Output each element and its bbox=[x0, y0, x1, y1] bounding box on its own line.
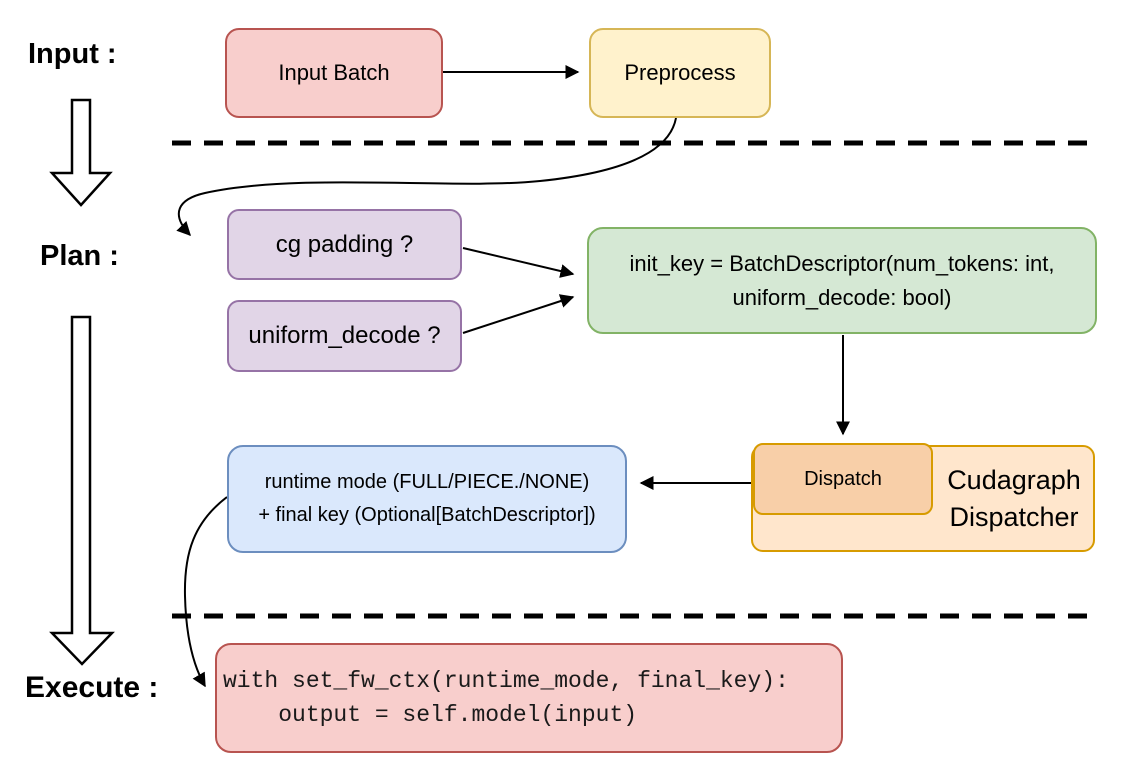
stage-arrow-input-to-plan-icon bbox=[49, 98, 113, 207]
node-runtime-mode: runtime mode (FULL/PIECE./NONE) + final … bbox=[227, 445, 627, 553]
stage-label-plan: Plan : bbox=[40, 240, 119, 272]
node-preprocess: Preprocess bbox=[589, 28, 771, 118]
node-cg-padding: cg padding ? bbox=[227, 209, 462, 280]
node-runtime-mode-line1: runtime mode (FULL/PIECE./NONE) bbox=[264, 471, 590, 493]
cudagraph-dispatcher-line1: Cudagraph bbox=[947, 464, 1081, 495]
node-input-batch: Input Batch bbox=[225, 28, 443, 118]
node-preprocess-label: Preprocess bbox=[624, 60, 736, 86]
cudagraph-dispatcher-line2: Dispatcher bbox=[949, 501, 1079, 532]
node-uniform-decode-label: uniform_decode ? bbox=[248, 322, 441, 349]
node-execute-code: with set_fw_ctx(runtime_mode, final_key)… bbox=[215, 643, 843, 753]
stage-label-execute: Execute : bbox=[25, 671, 159, 704]
stage-arrow-plan-to-execute-icon bbox=[49, 315, 115, 666]
node-dispatch-label: Dispatch bbox=[804, 467, 882, 490]
cudagraph-dispatcher-label: Cudagraph Dispatcher bbox=[935, 447, 1093, 550]
node-init-key: init_key = BatchDescriptor(num_tokens: i… bbox=[587, 227, 1097, 334]
node-init-key-line2: uniform_decode: bool) bbox=[732, 284, 952, 310]
edge-uniformdecode-initkey bbox=[462, 294, 575, 334]
edge-runtimemode-executecode bbox=[183, 496, 228, 688]
node-init-key-line1: init_key = BatchDescriptor(num_tokens: i… bbox=[629, 250, 1055, 276]
stage-label-input: Input : bbox=[28, 38, 117, 70]
execute-code-line1: with set_fw_ctx(runtime_mode, final_key)… bbox=[223, 668, 789, 694]
edge-preprocess-cgpadding bbox=[176, 117, 677, 237]
execute-code-line2: output = self.model(input) bbox=[223, 702, 638, 728]
node-uniform-decode: uniform_decode ? bbox=[227, 300, 462, 372]
node-dispatch: Dispatch bbox=[753, 443, 933, 515]
edge-cgpadding-initkey bbox=[462, 247, 575, 278]
node-cg-padding-label: cg padding ? bbox=[275, 230, 414, 258]
node-input-batch-label: Input Batch bbox=[278, 60, 390, 86]
node-runtime-mode-line2: + final key (Optional[BatchDescriptor]) bbox=[258, 504, 596, 526]
